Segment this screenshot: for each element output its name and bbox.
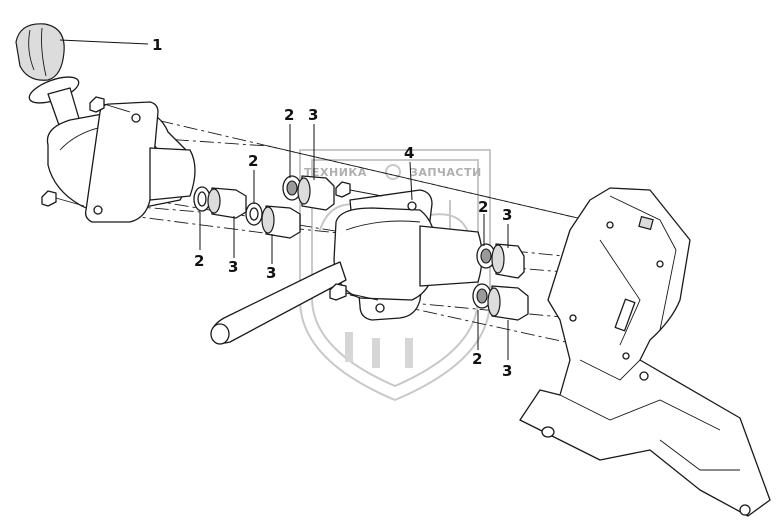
watermark-bar-left <box>345 332 353 362</box>
bracket-body <box>519 187 771 517</box>
callout-4: 4 <box>404 144 414 162</box>
lever-valve-outlet <box>419 225 483 287</box>
adapter-e <box>491 285 529 321</box>
bracket-hole-4 <box>622 352 630 360</box>
lever-valve-hole-bottom <box>375 303 385 313</box>
callout-3-upper: 3 <box>308 106 318 124</box>
fitting-group-right <box>472 243 529 321</box>
callout-3-right-lower: 3 <box>502 362 512 380</box>
callout-3-left: 3 <box>228 258 238 276</box>
callout-1: 1 <box>152 36 162 54</box>
fitting-group-left <box>193 175 335 239</box>
adapter-c <box>301 175 335 211</box>
watermark-right-word: ЗАПЧАСТИ <box>410 166 482 179</box>
callouts: 1 2 3 2 4 2 3 2 3 3 2 3 <box>152 36 512 380</box>
bracket-hole-3 <box>569 314 577 322</box>
valve-knob <box>15 23 65 81</box>
leader-lines <box>59 39 509 360</box>
flange-hole-top <box>131 113 141 123</box>
bolt-lever-top <box>335 181 351 198</box>
watermark-bar-right <box>405 338 413 368</box>
callout-3-right-upper: 3 <box>502 206 512 224</box>
callout-3-center: 3 <box>266 264 276 282</box>
lever-valve-hole-top <box>407 201 417 211</box>
bracket-corner-hole <box>739 504 751 516</box>
adapter-b <box>265 205 301 239</box>
watermark-left-word: ТЕХНИКА <box>304 166 367 179</box>
bracket-hole-2 <box>656 260 664 268</box>
bolt-bottom <box>41 190 57 207</box>
callout-2-left: 2 <box>194 252 204 270</box>
lever-valve <box>210 181 483 345</box>
bracket-tab <box>638 215 654 231</box>
callout-2-right-lower: 2 <box>472 350 482 368</box>
bracket-hole-1 <box>606 221 614 229</box>
callout-2-right-upper: 2 <box>478 198 488 216</box>
mounting-bracket <box>519 187 771 517</box>
watermark-gear-icon <box>385 164 401 180</box>
callout-2-upper: 2 <box>284 106 294 124</box>
bracket-hole-5 <box>639 371 649 381</box>
bolt-lever-bottom <box>329 283 347 301</box>
valve-outlet <box>149 147 196 201</box>
flange-hole-bottom <box>93 205 103 215</box>
watermark-bar-mid <box>372 338 380 368</box>
hand-brake-valve <box>15 23 196 223</box>
lever-end-cap <box>210 323 230 345</box>
bolt-top <box>89 96 105 113</box>
callout-2-middle: 2 <box>248 152 258 170</box>
bracket-foot-hole <box>541 426 555 438</box>
bracket-slot <box>614 298 636 332</box>
